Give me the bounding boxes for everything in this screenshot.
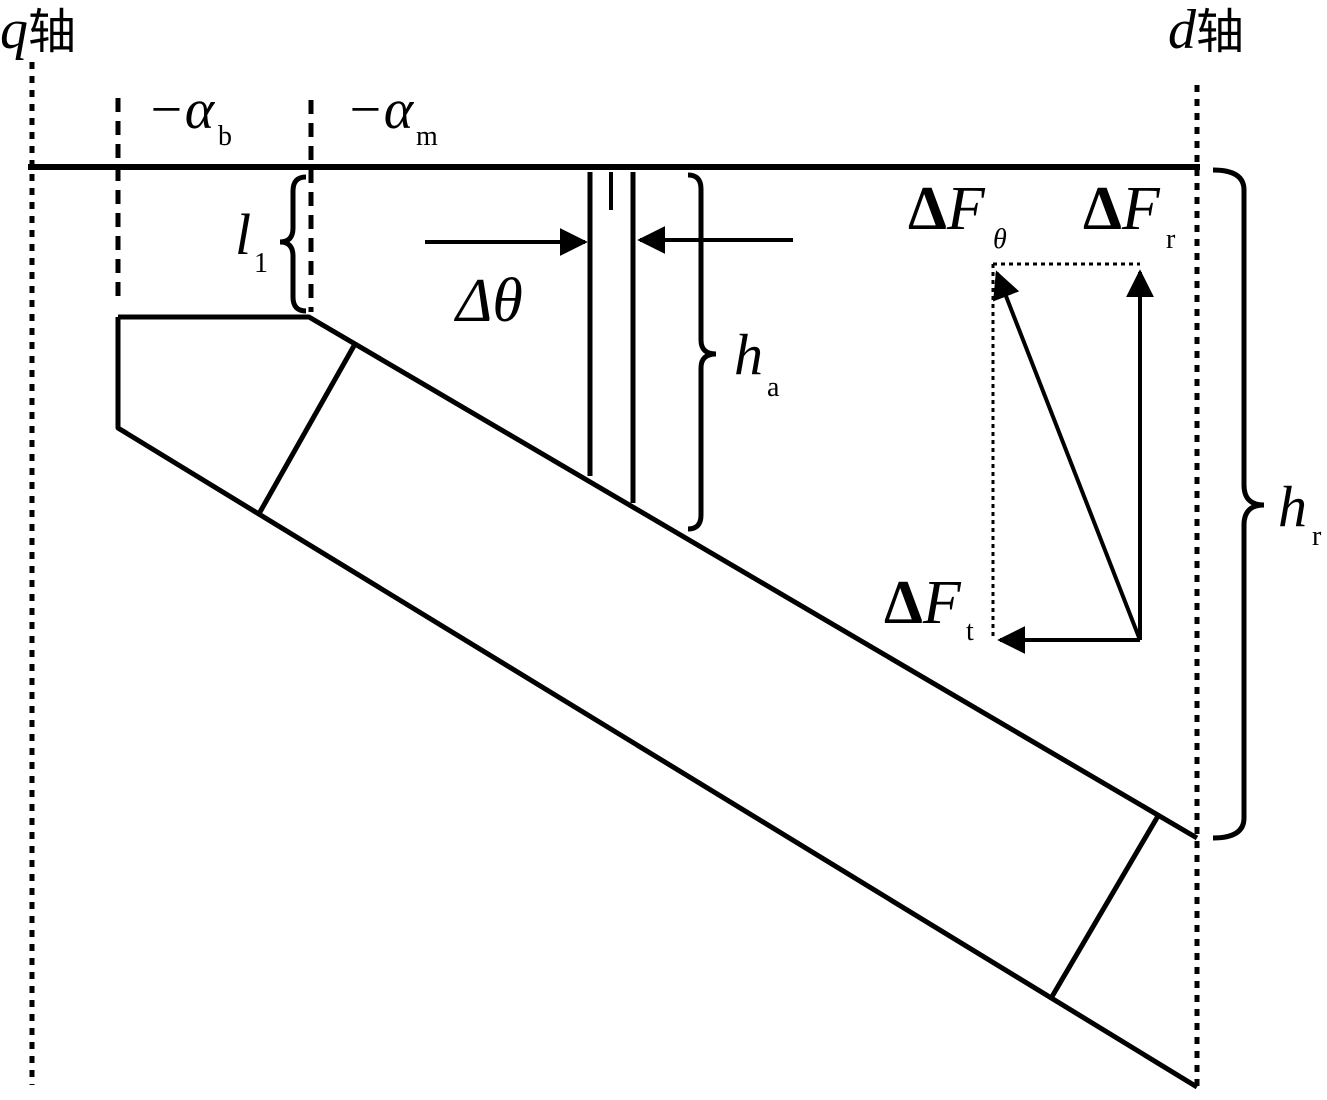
dF-r-label: ΔF	[1083, 178, 1160, 240]
force-resultant-arrow	[993, 270, 1142, 641]
l1-subscript: 1	[254, 248, 268, 279]
dF-r-main: F	[1121, 175, 1160, 243]
hr-label: h	[1278, 478, 1307, 536]
l1-label: l	[235, 206, 251, 264]
magnet-segment-right	[1047, 814, 1161, 1002]
d-axis-label: d轴	[1168, 2, 1244, 58]
ha-subscript: a	[767, 372, 780, 403]
dF-theta-delta: Δ	[908, 175, 947, 243]
dF-theta-label: ΔF	[908, 178, 985, 240]
delta-theta-main: Δθ	[456, 267, 523, 335]
alpha-b-main: −α	[147, 79, 215, 141]
alpha-b-label: −α	[147, 82, 214, 138]
d-axis-suffix: 轴	[1196, 4, 1245, 60]
dF-theta-main: F	[946, 175, 985, 243]
l1-brace	[279, 174, 307, 314]
alpha-m-main: −α	[346, 79, 414, 141]
hr-subscript: r	[1312, 521, 1322, 552]
dF-r-delta: Δ	[1083, 175, 1122, 243]
dF-t-delta: Δ	[884, 569, 923, 637]
dF-r-subscript: r	[1166, 224, 1176, 255]
delta-theta-label: Δθ	[456, 270, 523, 332]
ha-label: h	[734, 326, 763, 384]
alpha-m-label: −α	[346, 82, 413, 138]
alpha-b-subscript: b	[218, 121, 232, 152]
hr-brace	[1212, 167, 1265, 841]
magnet-segment-left	[257, 342, 358, 514]
dF-theta-subscript: θ	[993, 224, 1007, 255]
alpha-m-subscript: m	[416, 121, 438, 152]
l1-main: l	[235, 202, 252, 267]
hr-main: h	[1278, 474, 1307, 539]
q-axis-suffix: 轴	[28, 4, 77, 60]
dF-t-subscript: t	[966, 616, 974, 647]
q-axis-label: q轴	[0, 2, 76, 58]
d-axis-letter: d	[1168, 0, 1196, 61]
ha-brace	[687, 172, 717, 532]
q-axis-letter: q	[0, 0, 28, 61]
dF-t-main: F	[922, 569, 961, 637]
dF-t-label: ΔF	[884, 572, 961, 634]
flux-barrier-outline	[115, 314, 1199, 1090]
ha-main: h	[734, 322, 763, 387]
